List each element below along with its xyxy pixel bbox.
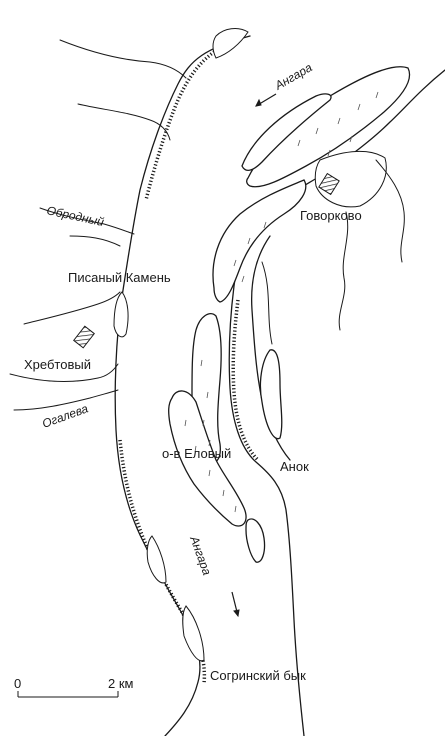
stream-west-1 — [23, 291, 121, 325]
shoal-govorkovo — [314, 150, 387, 208]
island-elovy — [168, 390, 247, 527]
label-stream-obrodny: Обродный — [45, 203, 105, 229]
rock-outcrop-south-2 — [182, 605, 205, 662]
stream-north-2 — [77, 103, 171, 141]
label-anok: Анок — [280, 459, 309, 474]
settlement-govorkovo-symbol — [318, 172, 340, 196]
right-bank-cliff — [231, 299, 260, 462]
stream-obrodny — [39, 207, 135, 235]
scale-bar-end-label: 2 км — [108, 676, 134, 691]
left-bank-cliff-north — [144, 46, 221, 201]
island-north-small — [241, 93, 332, 172]
stream-east-govorkovo — [338, 211, 349, 331]
label-khrebtovy: Хребтовый — [24, 357, 91, 372]
stream-east-lower — [261, 261, 273, 345]
scale-bar-start-label: 0 — [14, 676, 21, 691]
flow-arrow-south — [231, 591, 240, 618]
label-river-north: Ангара — [272, 60, 315, 93]
island-south-tip — [245, 518, 266, 563]
island-govorkovo — [212, 179, 307, 303]
label-sogrinsky-byk: Согринский бык — [210, 668, 306, 683]
rock-outcrop-pisany — [113, 291, 129, 338]
rock-outcrop-south-1 — [146, 535, 167, 584]
island-east-channel — [259, 349, 283, 440]
stream-east-upper — [375, 159, 405, 263]
scale-bar: 0 2 км — [14, 676, 134, 698]
label-pisany-kamen: Писаный Камень — [68, 270, 171, 285]
island-marks — [184, 91, 379, 513]
label-island-elovy: о-в Еловый — [162, 446, 231, 461]
label-river-south: Ангара — [187, 533, 214, 577]
stream-obrodny-branch — [69, 235, 121, 247]
settlement-khrebtovy-symbol — [73, 325, 95, 349]
rock-outcrop-north — [212, 28, 249, 59]
stream-north-1 — [59, 39, 187, 79]
stream-khrebtovy — [9, 363, 119, 382]
flow-arrow-north — [255, 93, 277, 107]
label-stream-ogaleva: Огалева — [40, 401, 90, 431]
stream-ogaleva — [13, 389, 119, 411]
label-govorkovo: Говорково — [300, 208, 362, 223]
